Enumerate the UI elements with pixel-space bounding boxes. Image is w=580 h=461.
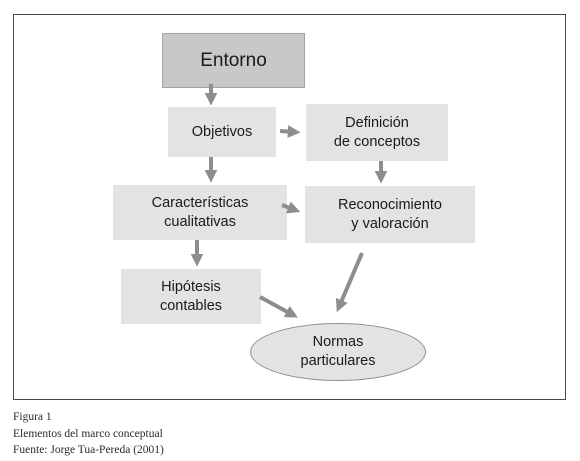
node-reconocimiento-valoracion: Reconocimiento y valoración <box>305 186 475 243</box>
figure-number: Figura 1 <box>13 411 52 423</box>
node-hipotesis-contables: Hipótesis contables <box>121 269 261 324</box>
figure-caption: Figura 1 Elementos del marco conceptual … <box>13 409 164 459</box>
node-hipotesis-label: Hipótesis contables <box>159 278 223 314</box>
node-definicion-conceptos: Definición de conceptos <box>306 104 448 161</box>
node-normas-label: Normas particulares <box>300 334 376 369</box>
node-objetivos-label: Objetivos <box>191 123 253 140</box>
figure-source: Fuente: Jorge Tua-Pereda (2001) <box>13 444 164 456</box>
node-caracteristicas-label: Características cualitativas <box>151 194 249 230</box>
node-caracteristicas-cualitativas: Características cualitativas <box>113 185 287 240</box>
figure-title: Elementos del marco conceptual <box>13 427 163 440</box>
node-objetivos: Objetivos <box>168 107 276 157</box>
node-normas-particulares: Normas particulares <box>250 323 426 381</box>
node-reconocimiento-label: Reconocimiento y valoración <box>338 196 442 232</box>
node-entorno-label: Entorno <box>200 50 267 71</box>
node-definicion-label: Definición de conceptos <box>333 114 421 150</box>
node-entorno: Entorno <box>162 33 305 88</box>
